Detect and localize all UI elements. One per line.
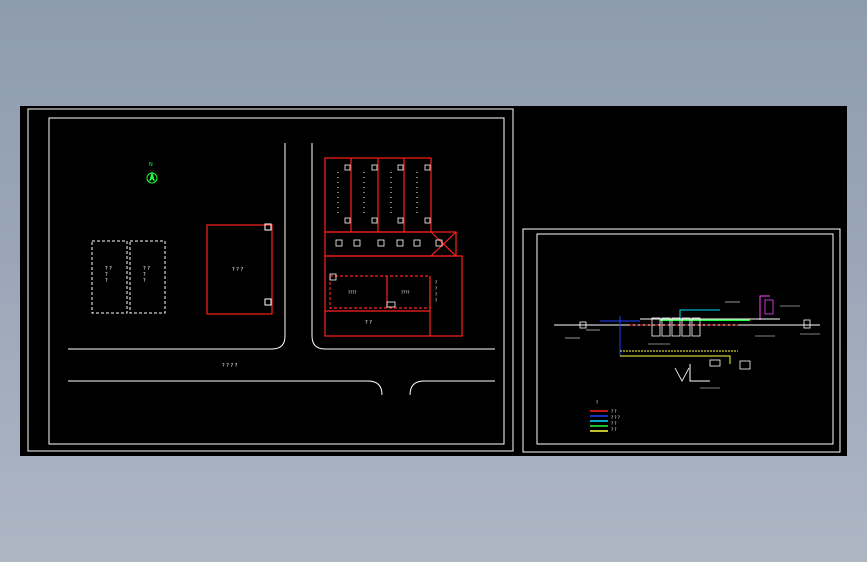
building-b-label: ? ???: [143, 266, 150, 284]
plant-room-label-3: ? ?: [365, 320, 372, 326]
building-a-label: ? ???: [105, 266, 112, 284]
plant-room-label-2: ????: [401, 290, 410, 295]
north-label: N: [149, 162, 153, 168]
legend-entry-4: ? ?: [611, 427, 617, 432]
legend-entry-2: ? ? ?: [611, 415, 620, 420]
sheet-2[interactable]: ? ? ? ? ? ? ? ? ? ?: [522, 228, 841, 453]
building-a[interactable]: [91, 240, 128, 314]
sheet-2-inner-frame: [536, 233, 834, 445]
process-legend: ? ? ? ? ? ? ? ? ? ?: [590, 400, 620, 432]
legend-entry-3: ? ?: [611, 421, 617, 426]
legend-entry-1: ? ?: [611, 409, 617, 414]
legend-entry-0: ?: [596, 400, 598, 405]
plant-equipment-marks: [329, 164, 443, 308]
plant-dotted-columns: [337, 172, 418, 214]
sheet-1[interactable]: N ? ??? ? ??? ? ? ? ? ? ? ?: [27, 108, 514, 452]
sheet-2-outer-border: [522, 228, 841, 453]
workshop-building[interactable]: ? ? ?: [206, 223, 273, 315]
plant-side-marks: ????: [435, 280, 437, 303]
road-label: ? ? ? ?: [222, 363, 238, 369]
building-b[interactable]: [129, 240, 166, 314]
workshop-label: ? ? ?: [232, 267, 243, 273]
process-annotations: [565, 301, 820, 389]
process-lines: [554, 295, 820, 382]
sheet-1-outer-border: [27, 108, 514, 452]
north-arrow-icon: N: [146, 162, 158, 184]
plant-complex[interactable]: [324, 157, 463, 337]
cad-viewport[interactable]: N ? ??? ? ??? ? ? ? ? ? ? ?: [20, 106, 847, 456]
roads: [68, 143, 495, 396]
plant-room-label-1: ????: [348, 290, 357, 295]
sheet-1-inner-frame: [48, 117, 505, 445]
process-equipment[interactable]: [579, 299, 811, 382]
